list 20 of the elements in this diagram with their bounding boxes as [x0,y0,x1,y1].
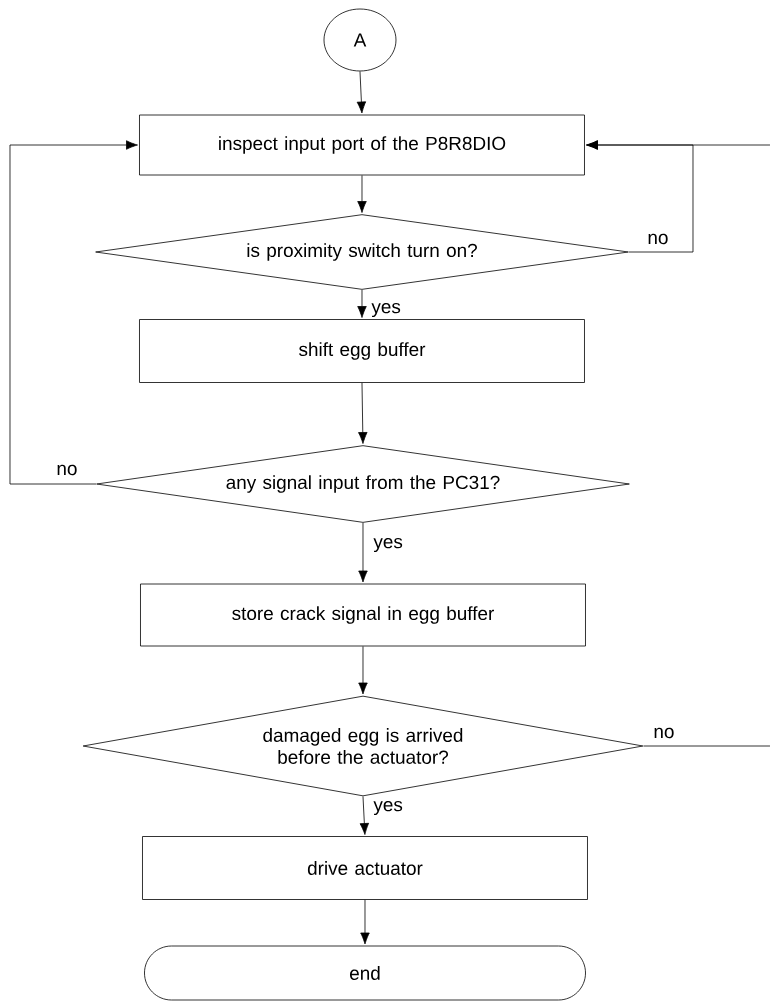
arrow [9,140,138,485]
process-box: shift egg buffer [139,319,585,383]
arrow [357,175,367,213]
process-box: inspect input port of the P8R8DIO [139,114,585,176]
arrow [358,382,368,444]
edge-label: no [55,463,79,477]
edge-label: no [646,232,670,246]
edge-label: yes [370,301,402,319]
arrow [360,899,370,945]
arrow [356,71,367,114]
arrow [358,646,368,695]
arrow [358,522,368,583]
edge-label: yes [372,536,404,554]
edge-label: yes [372,799,404,817]
arrow [359,796,370,835]
edge-label: no [652,726,676,740]
process-box: drive actuator [142,836,588,900]
process-box: store crack signal in egg buffer [140,583,586,647]
arrow [586,140,771,150]
arrow [357,289,367,318]
